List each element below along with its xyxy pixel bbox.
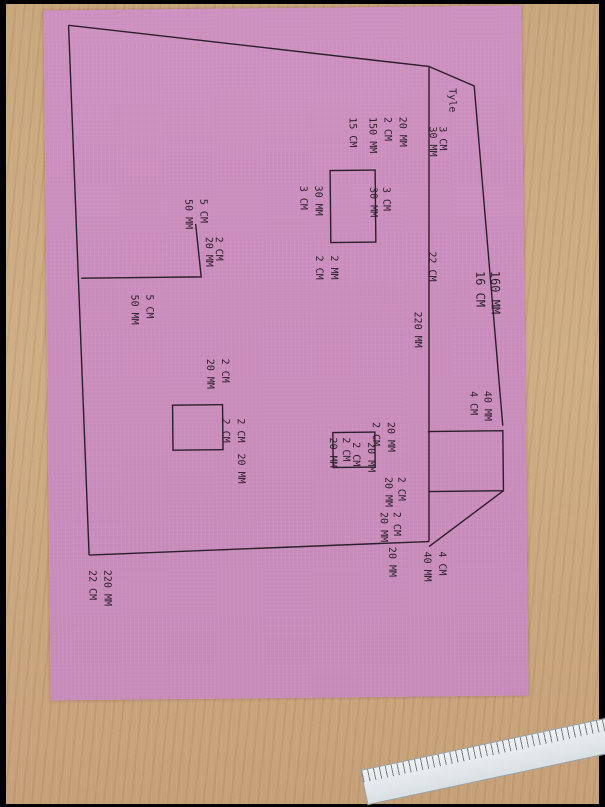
square-lower-left [171, 403, 224, 451]
sketch-label: 2 CM [235, 418, 246, 442]
sketch-label: 2 CM [219, 359, 230, 383]
sketch-label: 20 MM [235, 453, 246, 483]
outer-outline-right [428, 66, 430, 542]
sketch-label: 2 CM [370, 422, 381, 446]
outer-outline-left [67, 25, 90, 556]
sketch-label: 2 MM [328, 255, 339, 279]
right-diagonal [428, 490, 504, 548]
sketch-label: 5 CM [143, 294, 154, 318]
square-lower-middle [332, 431, 376, 469]
sketch-label: 3 CM [437, 126, 448, 150]
sketch-label: 30 MM [312, 186, 323, 216]
sketch-label: 160 MM [488, 271, 502, 315]
sketch-label: 20 MM [385, 422, 396, 452]
sketch-label: 220 MM [412, 312, 423, 348]
sketch-label: 20 MM [386, 547, 397, 577]
square-upper [329, 169, 377, 244]
sketch-label: 20 MM [365, 442, 376, 472]
sketch-label: 22 CM [426, 251, 437, 281]
sketch-label: 2 CM [395, 477, 406, 501]
sketch-label: 20 MM [382, 477, 393, 507]
sketch-label: 4 CM [436, 551, 447, 575]
sketch-label: 2 CM [213, 237, 224, 261]
sketch-label: 2 CM [220, 419, 231, 443]
sketch-label: 30 MM [367, 187, 378, 217]
sketch-label: 20 MM [378, 512, 389, 542]
sketch-label: 20 MM [397, 117, 408, 147]
outer-outline-top [68, 24, 430, 68]
sketch-label: 3 CM [380, 187, 391, 211]
sketch-label: 4 CM [467, 391, 478, 415]
sketch-label: 20 MM [204, 359, 215, 389]
left-notch [81, 223, 202, 279]
right-box [427, 430, 505, 493]
sketch-label: 22 CM [86, 570, 97, 600]
sketch-label: 3 CM [297, 186, 308, 210]
sketch-label: 40 MM [421, 551, 432, 581]
sketch-label: 50 MM [182, 199, 193, 229]
bottom-frame-line [0, 803, 605, 807]
sketch-label: 16 CM [473, 271, 487, 307]
sketch-label: 15 CM [347, 117, 358, 147]
sketch-label: 50 MM [128, 295, 139, 325]
sketch-label: 20 MM [327, 437, 338, 467]
sketch-label: 5 CM [197, 199, 208, 223]
sketch-label: 2 CM [391, 512, 402, 536]
roof-line-top [428, 65, 504, 426]
left-frame-line [0, 0, 6, 807]
right-frame-line [599, 0, 605, 807]
sketch-label: 40 MM [481, 391, 492, 421]
outer-outline-bottom [89, 540, 430, 556]
sketch-label: 2 CM [350, 442, 361, 466]
sketch-label: 2 CM [382, 117, 393, 141]
sketch-label: 2 CM [340, 437, 351, 461]
sketch-label: Tyle [446, 88, 457, 112]
sketch-label: 220 MM [101, 570, 112, 606]
top-frame-line [0, 0, 605, 4]
sketch-label: 20 MM [203, 237, 214, 267]
sketch-label: 2 CM [313, 256, 324, 280]
sketch-label: 150 MM [367, 117, 378, 153]
sketch-label: 30 MM [427, 126, 438, 156]
